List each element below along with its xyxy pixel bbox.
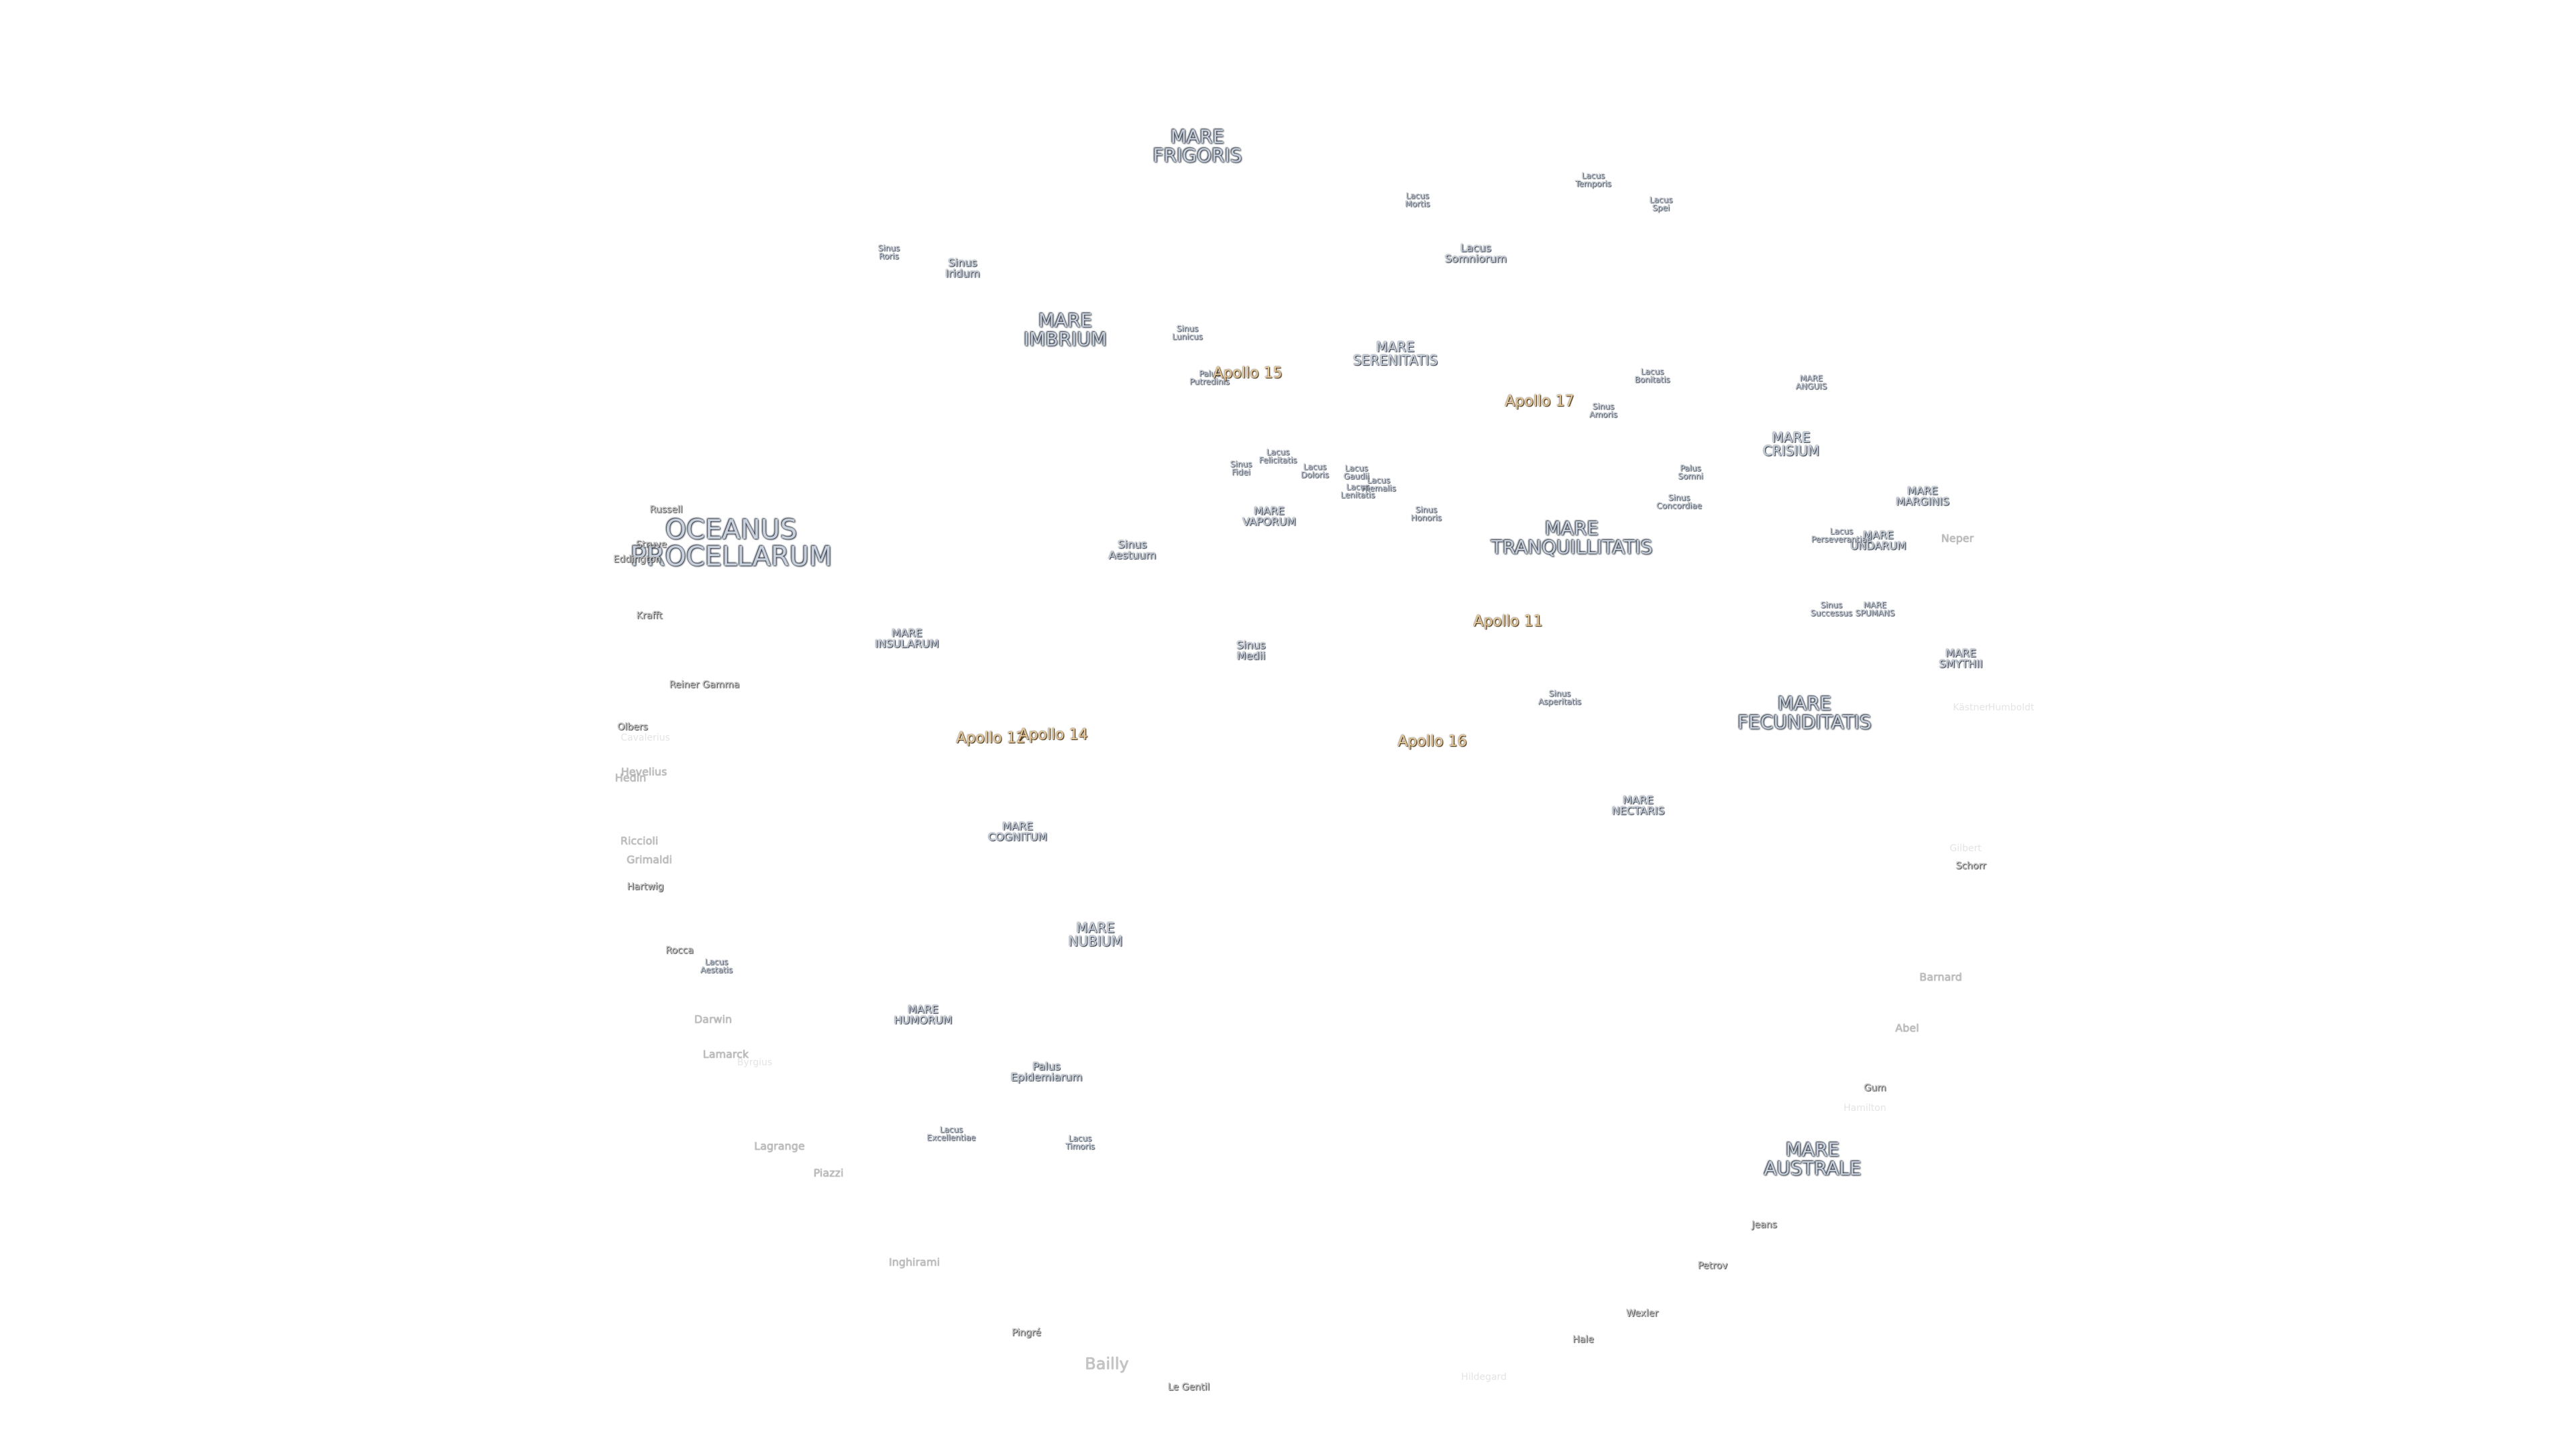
label-lacus-aestatis: Lacus Aestatis <box>700 957 733 975</box>
label-lacus-felicitatis: Lacus Felicitatis <box>1258 447 1297 465</box>
label-mare-humorum: MARE HUMORUM <box>894 1003 953 1026</box>
label-sinus-roris: Sinus Roris <box>877 244 900 261</box>
label-lacus-excellentiae: Lacus Excellentiae <box>926 1125 976 1142</box>
label-crater-hedin: Hedin <box>614 771 647 784</box>
label-palus-epidemiarum: Palus Epidemiarum <box>1010 1060 1083 1083</box>
label-lacus-doloris: Lacus Doloris <box>1301 462 1329 480</box>
label-sinus-aestuum: Sinus Aestuum <box>1108 538 1157 561</box>
label-mare-australe: MARE AUSTRALE <box>1764 1138 1862 1179</box>
label-sinus-fidei: Sinus Fidei <box>1230 460 1252 477</box>
label-sinus-lunicus: Sinus Lunicus <box>1172 324 1203 341</box>
label-lacus-perseverantiae: Lacus Perseverantiae <box>1811 527 1872 544</box>
label-sinus-iridum: Sinus Iridum <box>945 256 980 280</box>
label-apollo-15: Apollo 15 <box>1213 365 1283 382</box>
label-crater-hildegard: Hildegard <box>1461 1372 1507 1383</box>
label-crater-krafft: Krafft <box>636 610 663 621</box>
label-mare-serenitatis: MARE SERENITATIS <box>1352 339 1438 368</box>
label-mare-insularum: MARE INSULARUM <box>875 627 939 650</box>
label-lacus-timoris: Lacus Timoris <box>1065 1134 1095 1151</box>
label-sinus-honoris: Sinus Honoris <box>1411 505 1442 523</box>
label-lacus-hiemalis: Lacus Hiemalis <box>1361 476 1396 493</box>
label-oceanus-procellarum: OCEANUS PROCELLARUM <box>630 515 833 572</box>
label-crater-gilbert: Gilbert <box>1949 843 1982 854</box>
label-mare-vaporum: MARE VAPORUM <box>1242 504 1296 528</box>
label-crater-le-gentil: Le Gentil <box>1167 1382 1210 1393</box>
label-crater-grimaldi: Grimaldi <box>627 853 672 866</box>
label-crater-russell: Russell <box>649 504 683 515</box>
label-crater-struve: Struve <box>636 539 667 550</box>
label-crater-pingre: Pingré <box>1012 1328 1041 1338</box>
label-crater-neper: Neper <box>1941 532 1974 545</box>
label-crater-lamarck: Lamarck <box>702 1048 749 1061</box>
label-crater-lagrange: Lagrange <box>754 1140 805 1152</box>
label-crater-wexler: Wexler <box>1626 1308 1658 1319</box>
label-sinus-asperitatis: Sinus Asperitatis <box>1538 689 1582 706</box>
label-crater-humboldt: Humboldt <box>1988 702 2035 713</box>
label-sinus-successus: Sinus Successus <box>1810 600 1853 618</box>
label-crater-rocca: Rocca <box>665 945 694 956</box>
label-apollo-11: Apollo 11 <box>1473 613 1543 630</box>
label-mare-nectaris: MARE NECTARIS <box>1611 794 1665 817</box>
label-lacus-spei: Lacus Spei <box>1649 195 1673 213</box>
label-crater-hartwig: Hartwig <box>627 881 664 892</box>
label-lacus-gaudii: Lacus Gaudii <box>1343 464 1370 481</box>
label-crater-abel: Abel <box>1895 1022 1919 1034</box>
label-mare-crisium: MARE CRISIUM <box>1762 429 1820 459</box>
label-crater-bailly: Bailly <box>1085 1354 1129 1373</box>
label-mare-nubium: MARE NUBIUM <box>1068 920 1123 949</box>
label-lacus-lenitatis: Lacus Lenitatis <box>1340 482 1375 500</box>
label-lacus-mortis: Lacus Mortis <box>1405 191 1430 209</box>
label-crater-jeans: Jeans <box>1752 1220 1777 1230</box>
label-crater-reiner-gamma: Reiner Gamma <box>669 680 740 690</box>
label-crater-gum: Gum <box>1864 1083 1886 1093</box>
label-mare-anguis: MARE ANGUIS <box>1795 374 1827 391</box>
label-mare-imbrium: MARE IMBRIUM <box>1024 309 1107 350</box>
label-crater-piazzi: Piazzi <box>813 1167 844 1179</box>
label-lacus-bonitatis: Lacus Bonitatis <box>1634 367 1670 384</box>
label-crater-inghirami: Inghirami <box>888 1256 941 1269</box>
label-crater-hamilton: Hamilton <box>1843 1103 1886 1114</box>
label-lacus-temporis: Lacus Temporis <box>1575 171 1611 189</box>
label-mare-frigoris: MARE FRIGORIS <box>1152 125 1242 166</box>
label-crater-darwin: Darwin <box>694 1013 733 1026</box>
label-crater-barnard: Barnard <box>1919 971 1962 983</box>
label-apollo-12: Apollo 12 <box>956 730 1026 747</box>
label-crater-byrgius: Byrgius <box>737 1057 773 1068</box>
label-mare-cognitum: MARE COGNITUM <box>987 820 1048 843</box>
label-crater-hale: Hale <box>1572 1334 1594 1345</box>
label-sinus-concordiae: Sinus Concordiae <box>1656 493 1702 511</box>
label-crater-petrov: Petrov <box>1697 1260 1728 1271</box>
label-sinus-medii: Sinus Medii <box>1236 639 1266 662</box>
label-mare-smythii: MARE SMYTHII <box>1939 647 1983 670</box>
label-apollo-17: Apollo 17 <box>1505 393 1574 410</box>
label-crater-olbers: Olbers <box>617 722 648 733</box>
label-crater-hevelius: Hevelius <box>621 765 667 778</box>
label-apollo-16: Apollo 16 <box>1397 733 1467 750</box>
label-sinus-amoris: Sinus Amoris <box>1589 402 1617 419</box>
label-crater-riccioli: Riccioli <box>620 835 659 847</box>
label-mare-tranquillitatis: MARE TRANQUILLITATIS <box>1491 517 1653 558</box>
label-crater-cavalerius: Cavalerius <box>621 733 670 743</box>
label-crater-schorr: Schorr <box>1955 861 1986 871</box>
label-crater-kastner: Kästner <box>1953 702 1989 713</box>
label-lacus-somniorum: Lacus Somniorum <box>1444 241 1507 265</box>
label-mare-fecunditatis: MARE FECUNDITATIS <box>1737 692 1872 733</box>
label-mare-spumans: MARE SPUMANS <box>1855 600 1895 618</box>
label-palus-somni: Palus Somni <box>1678 464 1703 481</box>
label-mare-marginis: MARE MARGINIS <box>1896 484 1949 508</box>
label-palus-putredinis: Palus Putredinis <box>1189 369 1230 386</box>
label-crater-eddington: Eddington <box>613 554 661 565</box>
label-mare-undarum: MARE UNDARUM <box>1850 529 1907 552</box>
label-apollo-14: Apollo 14 <box>1018 727 1088 743</box>
